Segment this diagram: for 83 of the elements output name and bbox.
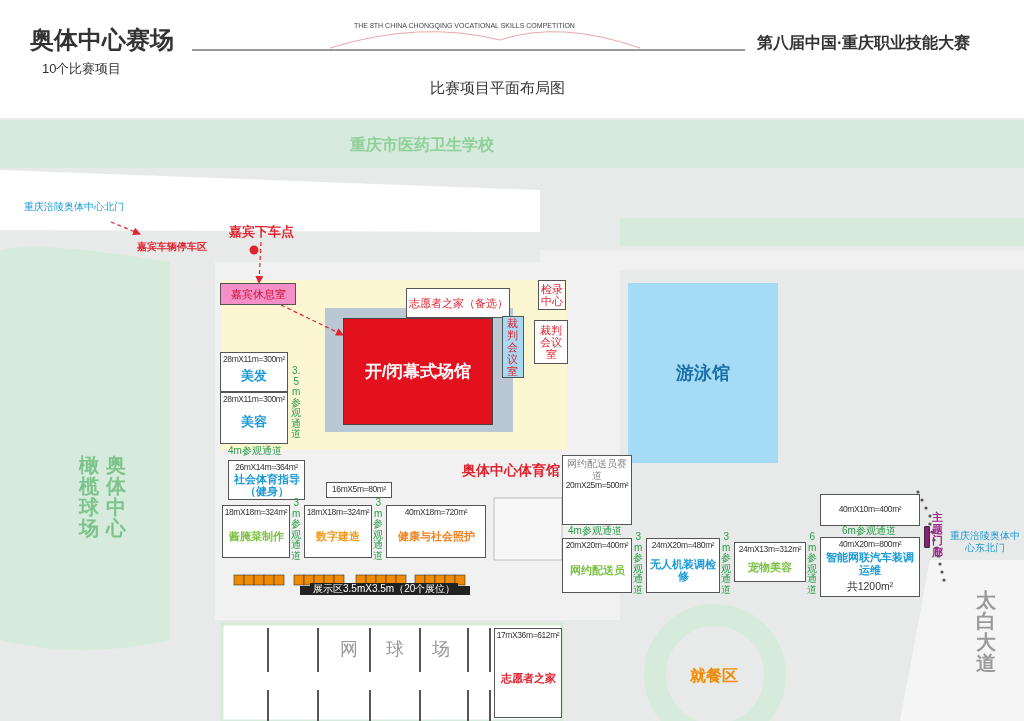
venue-block [646,538,720,593]
portal-label: 主题门廊 [932,512,944,559]
venue-name: 裁判会议室 [507,316,519,378]
venue-name: 游泳馆 [676,362,730,384]
room-block [326,482,392,498]
venue-name: 志愿者之家 [500,671,556,685]
place-label: 网球场 [340,639,478,660]
place-label: 嘉宾车辆停车区 [137,241,207,253]
guide-arrow [255,241,264,284]
area-size-text: 20mX20m=400m² [565,541,629,551]
plan-title: 比赛项目平面布局图 [430,79,565,97]
venue-name: 酱腌菜制作 [228,530,284,543]
place-label: 奥体中心体育馆 [462,462,560,479]
venue-name: 健康与社会照护 [397,530,475,543]
venue-name: 数字建造 [316,530,360,543]
venue-name: 嘉宾休息室 [230,287,286,301]
venue-block [562,455,632,525]
walkway-label: 4m参观通道 [568,525,622,537]
venue-name: 裁判会议室 [539,323,563,361]
gate-label: 重庆涪陵奥体中心东北门 [949,530,1021,553]
venue-block [220,352,288,392]
area-size-text: 18mX18m=324m² [224,508,288,518]
area-size-text: 24mX13m=312m² [738,545,802,555]
venue-name: 检录中心 [540,282,564,308]
venue-name: 宠物美容 [748,560,792,574]
area-size-text: 26mX14m=364m² [235,463,298,473]
venue-block [820,537,920,597]
area-size-text: 17mX36m=612m² [496,631,560,641]
walkway-label: 3m参观通道 [633,532,644,595]
booth-area-label: 展示区3.5mX3.5m（20个展位） [310,583,459,595]
area-size-text: 20mX25m=500m² [565,481,629,491]
area-size-text: 网约配送员赛道 [566,458,628,481]
venue-block [386,505,486,558]
guide-arrow [110,221,141,235]
place-label: 重庆市医药卫生学校 [350,136,494,155]
venue-name: 开/闭幕式场馆 [364,361,472,382]
area-size-text: 40mX18m=720m² [404,508,468,518]
ceremony-hall [343,318,493,425]
venue-name: 志愿者之家（备选） [408,296,508,310]
venue-block [562,538,632,593]
venue-name: 美发 [241,369,267,385]
venue-block [820,494,920,526]
place-label: 嘉宾下车点 [228,224,294,240]
venue-name: 16mX5m=80m² [332,485,386,495]
venue-block [494,628,562,718]
guide-arrow [280,304,344,336]
place-label: 橄榄球场 [78,455,99,539]
place-label: 奥体中心 [105,455,126,539]
venue-block [734,542,806,582]
venue-block [220,392,288,444]
walkway-label: 3m参观通道 [291,498,302,561]
venue-name: 网约配送员 [569,564,625,577]
area-size-text: 28mX11m=300m² [223,355,285,365]
venue-name: 社会体育指导（健身） [232,472,301,498]
swimming-hall [628,283,778,463]
walkway-label: 6m参观通道 [842,525,896,537]
venue-block [228,460,305,500]
subtitle: 10个比赛项目 [42,62,122,77]
lounge-room [220,283,296,305]
walkway-label: 4m参观通道 [228,445,282,457]
room-block [406,288,510,318]
area-size-text: 28mX11m=300m² [223,395,285,405]
venue-name: 40mX10m=400m² [838,505,902,515]
walkway-label: 3m参观通道 [721,532,732,595]
portal-bar [924,526,930,548]
place-label: 重庆涪陵奥体中心北门 [24,201,124,213]
area-size-text: 40mX20m=800m² [838,540,902,550]
walkway-label: 3.5m参观通道 [291,366,302,440]
area-size-text: 24mX20m=480m² [651,541,715,551]
venue-name: 智能网联汽车装调运维 [825,551,915,577]
road-label: 太白大道 [975,590,996,674]
page-title: 奥体中心赛场 [30,26,174,54]
walkway-label: 3m参观通道 [373,498,384,561]
room-block [502,316,524,378]
area-size-text: 共1200m² [846,580,894,593]
venue-block [304,505,372,558]
venue-name: 美容 [241,415,267,431]
venue-block [222,505,290,558]
venue-name: 无人机装调检修 [649,557,717,583]
walkway-label: 6m参观通道 [807,532,818,595]
event-name: 第八届中国·重庆职业技能大赛 [757,34,971,53]
area-size-text: 18mX18m=324m² [306,508,370,518]
place-label: 就餐区 [690,667,738,686]
